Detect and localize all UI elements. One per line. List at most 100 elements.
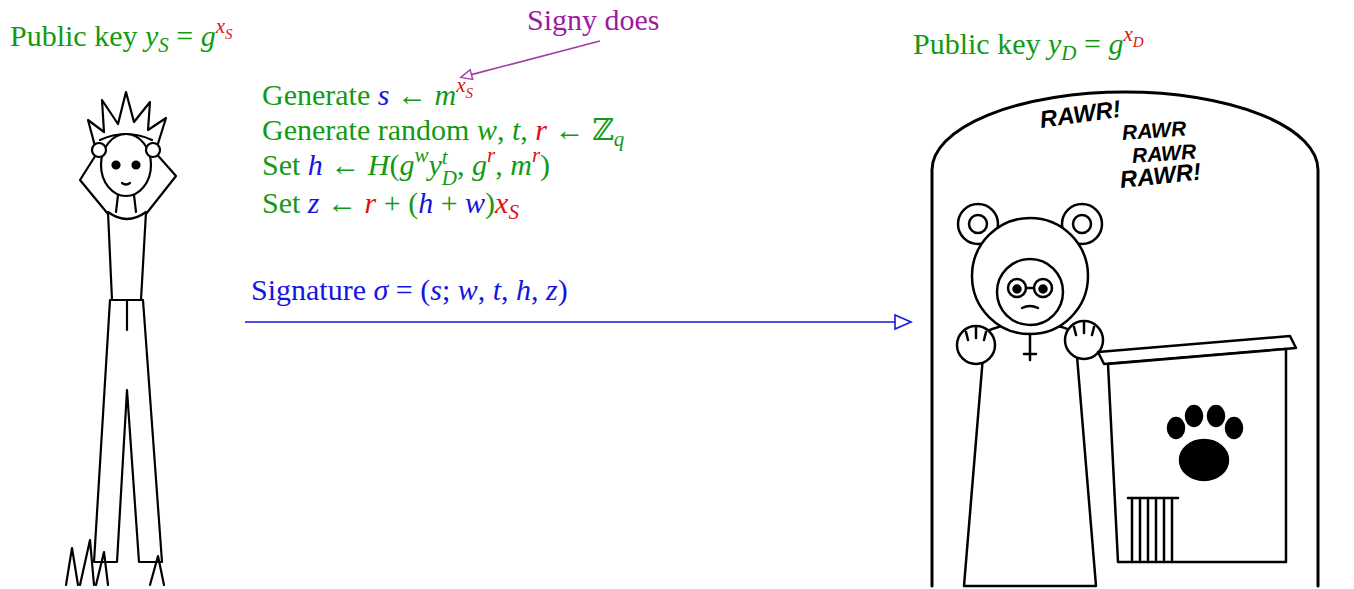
bear-figure-part [1180,440,1228,480]
bear-figure-part [972,218,1088,334]
speech-text: RAWR [1121,118,1186,143]
math-run: m [434,78,456,111]
bear-figure-part [932,92,1318,586]
math-run: + [433,186,465,219]
math-run: + ( [376,186,418,219]
math-run: Public key [10,19,145,52]
math-run: x [495,186,508,219]
math-run: Public key [913,27,1048,60]
signer-figure-part [80,150,108,214]
edge-label: Signature σ = (s; w, t, h, z) [251,272,568,308]
math-run: s [430,273,442,306]
math-run: , [501,273,516,306]
annotation-note: Signy does [527,2,660,38]
math-run: , [457,148,472,181]
math-run: g [472,148,487,181]
math-run: ) [558,273,568,306]
signer-figure-part [113,162,120,169]
math-run: , [495,148,510,181]
math-run: x [216,14,225,38]
math-run: g [400,148,415,181]
math-run: w [458,273,478,306]
math-run: s [378,78,390,111]
math-run: ; [442,273,458,306]
math-run: r [365,186,377,219]
signer-figure-part [92,143,106,157]
leader-line [461,41,600,79]
math-run: D [1061,41,1076,65]
bear-figure-part [1022,288,1038,308]
math-run: D [442,168,457,189]
math-run: w [465,186,485,219]
math-run: Generate [262,78,378,111]
math-run: Signy does [527,3,660,36]
signer-figure-part [66,540,164,585]
bear-figure [932,92,1318,586]
math-run: t [493,273,501,306]
math-run: S [158,33,169,57]
math-run: ← [323,148,368,181]
math-stack: Dt [442,147,457,189]
math-run: q [614,127,625,151]
leader-line-part [471,41,599,75]
speech-text: RAWR! [1119,160,1202,192]
algorithm-step: Generate random w, t, r ← ℤq [262,112,624,151]
math-run: z [308,186,320,219]
signer-figure-part [108,212,146,300]
signer-figure-part [116,195,136,212]
bear-figure-part [1014,286,1021,293]
bear-figure-part [1034,279,1052,297]
signer-figure-part [126,300,128,330]
bear-figure-part [969,215,987,233]
math-run: S [508,200,519,224]
math-run: ← ℤ [547,113,614,146]
signer-figure-part [100,134,152,140]
math-run: y [145,19,158,52]
math-run: , [531,273,546,306]
math-run: y [429,148,442,181]
math-run: r [532,143,540,167]
math-run: ← [389,78,434,111]
math-run: Signature [251,273,373,306]
signer-figure-part [94,300,162,562]
party-panel: Public key yS = gxS [10,18,243,585]
math-run: ) [485,186,495,219]
math-run: = [1077,27,1109,60]
math-run: h [308,148,323,181]
math-run: h [418,186,433,219]
algorithm-step: Set h ← H(gwyDt, gr, mr) [262,147,550,189]
math-run: h [516,273,531,306]
math-run: RAWR! [1038,95,1122,133]
math-run: RAWR! [1119,158,1203,193]
bear-figure-part [1186,406,1202,426]
public-key-heading: Public key yD = gxD [913,26,1318,67]
signer-figure-part [122,183,130,185]
math-run: x [1123,22,1132,46]
math-run: H [368,148,390,181]
bear-figure-part [1008,279,1026,297]
math-run: Set [262,186,308,219]
math-run: S [225,26,233,42]
bear-figure-part [1128,498,1178,560]
math-run: x [456,73,465,97]
math-run: m [510,148,532,181]
math-run: g [201,19,216,52]
math-run: S [465,85,473,101]
math-run: z [546,273,558,306]
math-run: , [478,273,493,306]
math-run: = ( [388,273,430,306]
math-run: , [520,113,535,146]
bear-figure-part [1168,418,1184,438]
math-run: w [477,113,497,146]
math-run: w [415,143,429,167]
math-run: r [487,143,495,167]
bear-figure-part [1040,286,1047,293]
math-run: ( [390,148,400,181]
arrow-line [245,321,895,323]
bear-figure-part [1108,349,1286,562]
public-key-heading: Public key yS = gxS [10,18,243,59]
algorithm-step: Generate s ← mxS [262,77,473,118]
